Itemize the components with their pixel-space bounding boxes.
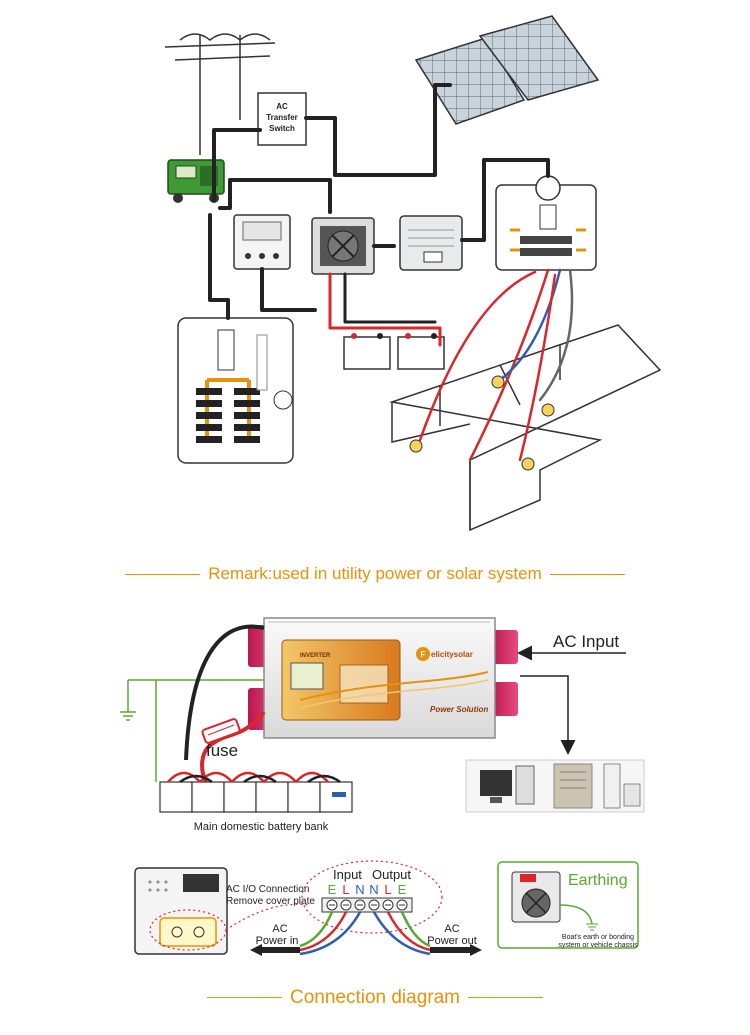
battery-charger-icon [399,215,463,271]
terminal-letter-l-out: L [384,882,391,897]
caption-rule-right [468,997,544,999]
fuse-icon [201,718,241,744]
fuse-label: fuse [206,741,238,760]
ac-power-out-line-1: AC [444,923,459,935]
connection-diagram-caption: Connection diagram [289,987,461,1008]
connection-diagram-banner: Connection diagram [0,987,750,1009]
battery-bank-label: Main domestic battery bank [194,821,329,833]
transfer-switch-line-2: Transfer [266,113,298,122]
house-floor-plan-icon [389,324,662,532]
earthing-box [497,861,639,949]
terminal-letters: E L N N L E [328,882,407,897]
earthing-title: Earthing [568,872,628,889]
ac-transfer-switch-icon: AC Transfer Switch [257,92,307,146]
terminal-highlight [301,860,443,934]
sub-distribution-panel-icon [495,175,597,271]
ac-power-in-line-1: AC [272,923,287,935]
appliance-loads-icon [465,759,645,813]
terminal-letter-e-in: E [328,882,337,897]
transfer-switch-line-3: Switch [269,124,295,133]
felicity-logo-icon [416,647,430,661]
inverter-back-icon [134,867,228,955]
earthing-note-line-2: system or vehicle chassis [558,942,638,949]
utility-pole-icon [164,33,276,155]
battery-pair-icon [343,333,445,370]
top-system-diagram: AC Transfer Switch [164,15,662,532]
remark-rule-left [125,574,201,576]
earthing-note-line-1: Boat's earth or bonding [562,934,634,941]
inverter-lcd-icon [290,662,324,690]
ac-output-arrow [520,675,576,755]
terminal-connection-diagram: AC I/O Connection Remove cover plate Inp… [134,860,639,956]
terminal-letter-n-out: N [369,882,378,897]
battery-negative-cable [184,624,265,761]
caption-rule-left [206,997,282,999]
input-label: Input [333,867,362,882]
io-connection-label: AC I/O Connection [226,884,309,895]
battery-bank-icon [159,771,353,813]
output-label: Output [372,867,411,882]
light-fixtures [409,375,555,471]
transfer-switch-line-1: AC [276,102,288,111]
ac-terminal-cap-right-top [490,630,518,664]
terminal-screws [321,897,413,913]
brand-name: elicitysolar [431,650,473,659]
ac-terminal-cap-right-bottom [490,682,518,716]
remark-rule-right [549,574,625,576]
remark-banner: Remark:used in utility power or solar sy… [0,564,750,584]
terminal-letter-e-out: E [398,882,407,897]
inverter-unit-icon [311,217,375,275]
brand-initial: F [421,650,426,659]
inverter-main-unit: INVERTER F elicitysolar Power Solution [248,617,518,739]
inverter-slogan: Power Solution [430,705,488,714]
terminal-letter-n-in: N [355,882,364,897]
terminal-letter-l-in: L [342,882,349,897]
solar-panels-icon [414,15,600,125]
inverter-panel-title: INVERTER [300,653,331,659]
generator-icon [167,159,225,203]
battery-positive-cable [200,710,266,783]
ac-input-label: AC Input [553,632,619,651]
remove-cover-label: Remove cover plate [226,896,315,907]
ac-power-out-line-2: Power out [427,935,477,947]
ac-power-in-line-2: Power in [256,935,299,947]
main-breaker-panel-icon [177,317,294,464]
charge-controller-icon [233,214,291,270]
terminal-wires [299,911,431,956]
top-wiring [208,83,574,462]
remark-text: Remark:used in utility power or solar sy… [208,564,542,583]
inverter-connection-diagram: INVERTER F elicitysolar Power Solution A… [120,617,645,833]
